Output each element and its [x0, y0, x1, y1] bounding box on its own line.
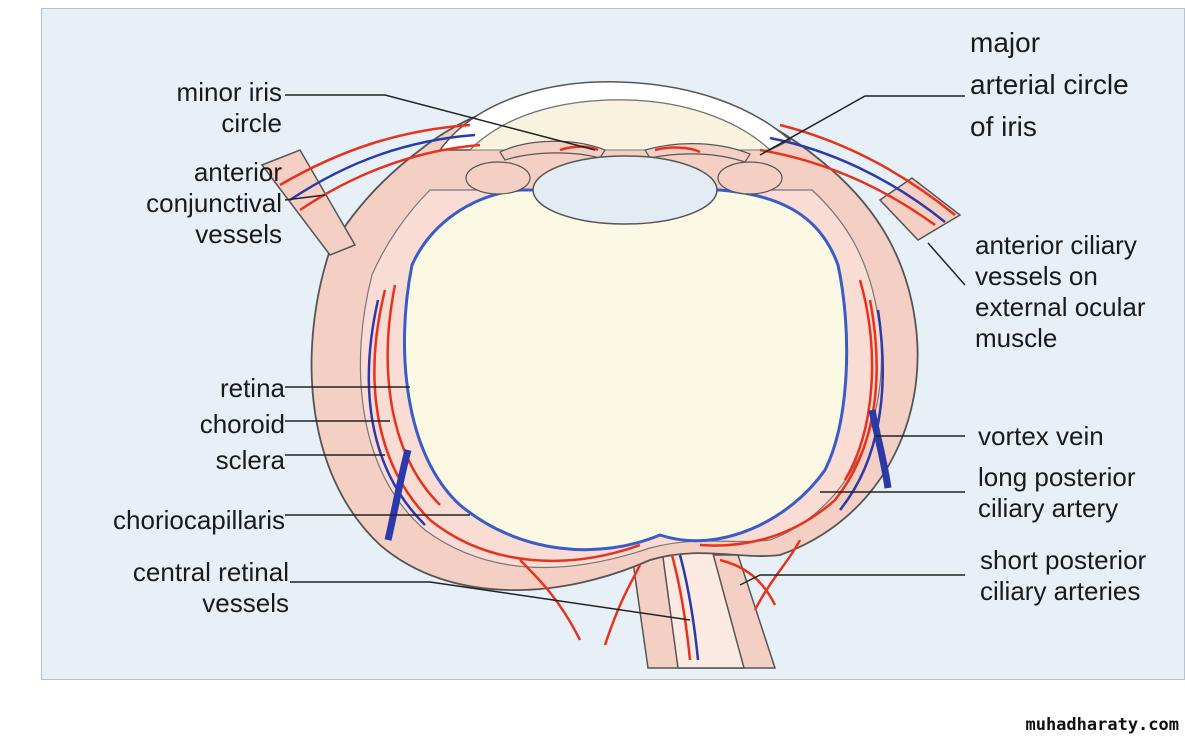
label-anterior-ciliary-vessels: anterior ciliary vessels on external ocu…	[975, 230, 1146, 353]
ciliary-body-right	[717, 161, 783, 195]
left-conjunctiva	[260, 149, 357, 256]
label-major-arterial-circle-of-iris: major arterial circle of iris	[970, 27, 1129, 142]
label-anterior-conjunctival-vessels: anterior conjunctival vessels	[146, 157, 282, 249]
label-central-retinal-vessels: central retinal vessels	[132, 557, 289, 618]
label-vortex-vein: vortex vein	[978, 421, 1104, 451]
label-choroid: choroid	[199, 409, 285, 439]
right-conjunctiva	[878, 177, 962, 241]
vortex-vein-right	[868, 409, 892, 489]
ciliary-body-left	[465, 161, 531, 195]
label-choriocapillaris: choriocapillaris	[113, 505, 285, 535]
vitreous-body	[402, 188, 849, 552]
arteries	[279, 123, 956, 661]
leader-lines	[284, 94, 966, 621]
lens	[532, 155, 718, 225]
label-long-posterior-ciliary-artery: long posterior ciliary artery	[978, 462, 1136, 523]
vortex-vein-left	[384, 449, 412, 541]
watermark: muhadharaty.com	[1025, 715, 1179, 735]
label-short-posterior-ciliary-arteries: short posterior ciliary arteries	[980, 545, 1147, 606]
veins	[289, 133, 946, 661]
label-retina: retina	[219, 373, 285, 403]
label-sclera: sclera	[215, 445, 285, 475]
label-minor-iris-circle: minor iris circle	[176, 77, 282, 138]
